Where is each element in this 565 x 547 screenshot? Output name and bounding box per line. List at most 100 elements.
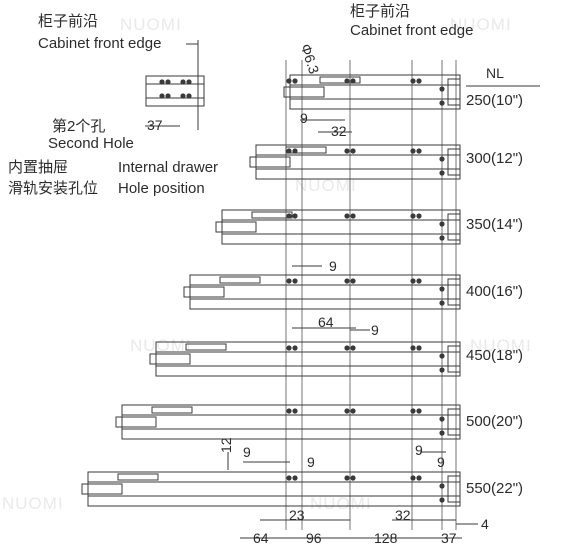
mounting-hole	[410, 408, 416, 414]
hole-position-cn: 滑轨安装孔位	[8, 180, 99, 197]
mounting-hole	[292, 78, 298, 84]
dim-9-c: 9	[415, 442, 423, 458]
size-label: 350(14")	[466, 216, 524, 233]
dim-96: 96	[306, 530, 322, 546]
dim-9-top: 9	[300, 110, 308, 126]
internal-drawer-en: Internal drawer	[118, 159, 219, 176]
mounting-hole	[286, 475, 292, 481]
front-bracket	[151, 406, 193, 414]
second-hole-en: Second Hole	[48, 135, 134, 152]
front-bracket	[319, 76, 361, 84]
mounting-hole	[439, 416, 445, 422]
second-hole-cn: 第2个孔	[52, 118, 106, 135]
mounting-hole	[350, 278, 356, 284]
dim-32-bottom: 32	[395, 507, 411, 523]
size-label: 250(10")	[466, 92, 524, 109]
mounting-hole	[186, 93, 192, 99]
mounting-hole	[416, 475, 422, 481]
mounting-hole	[180, 93, 186, 99]
mounting-hole	[292, 345, 298, 351]
slide-body	[289, 74, 461, 110]
mounting-hole	[439, 286, 445, 292]
rear-end-cap	[447, 475, 461, 503]
mounting-hole	[410, 345, 416, 351]
front-edge-left-cn: 柜子前沿	[38, 13, 99, 30]
dim-4: 4	[481, 516, 489, 532]
mounting-hole	[416, 213, 422, 219]
dim-32-top: 32	[331, 123, 347, 139]
mounting-hole	[165, 93, 171, 99]
mounting-hole	[159, 93, 165, 99]
mounting-hole	[439, 235, 445, 241]
mounting-hole	[344, 78, 350, 84]
front-edge-left-en: Cabinet front edge	[38, 35, 162, 52]
mounting-hole	[286, 345, 292, 351]
mounting-hole	[344, 408, 350, 414]
mounting-hole	[292, 213, 298, 219]
dim-23: 23	[289, 507, 305, 523]
mounting-hole	[416, 345, 422, 351]
mounting-hole	[344, 345, 350, 351]
mounting-hole	[410, 475, 416, 481]
watermark: NUOMI	[120, 15, 182, 34]
mounting-hole	[439, 497, 445, 503]
mounting-hole	[439, 300, 445, 306]
mounting-hole	[410, 278, 416, 284]
size-label: 550(22")	[466, 480, 524, 497]
dim-12: 12	[218, 437, 234, 453]
rear-end-cap	[447, 278, 461, 306]
front-bracket	[219, 276, 261, 284]
front-bracket	[117, 473, 159, 481]
mounting-hole	[410, 78, 416, 84]
mounting-hole	[439, 483, 445, 489]
mounting-hole	[439, 156, 445, 162]
front-bracket	[285, 146, 327, 154]
front-bracket	[185, 343, 227, 351]
dim-9-400: 9	[329, 258, 337, 274]
mounting-hole	[186, 79, 192, 85]
mounting-hole	[292, 148, 298, 154]
mounting-hole	[350, 345, 356, 351]
slide-body-small	[145, 75, 205, 107]
mounting-hole	[350, 408, 356, 414]
slide-body	[221, 209, 461, 245]
mounting-hole	[286, 78, 292, 84]
dim-9-d: 9	[437, 454, 445, 470]
mounting-hole	[286, 213, 292, 219]
size-label: 450(18")	[466, 347, 524, 364]
mounting-hole	[439, 430, 445, 436]
mounting-hole	[350, 475, 356, 481]
mounting-hole	[292, 475, 298, 481]
slide-body	[87, 471, 461, 507]
inner-rail	[115, 416, 157, 428]
inner-rail	[283, 86, 325, 98]
rear-end-cap	[447, 213, 461, 241]
mounting-hole	[180, 79, 186, 85]
mounting-hole	[159, 79, 165, 85]
dim-64-bottom: 64	[253, 530, 269, 546]
dim-9-a: 9	[243, 444, 251, 460]
front-edge-right-cn: 柜子前沿	[350, 3, 411, 20]
mounting-hole	[286, 148, 292, 154]
rear-end-cap	[447, 345, 461, 373]
inner-rail	[249, 156, 291, 168]
watermark: NUOMI	[130, 336, 192, 355]
mounting-hole	[286, 408, 292, 414]
mounting-hole	[410, 213, 416, 219]
mounting-hole	[439, 170, 445, 176]
dim-64-mid: 64	[318, 314, 334, 330]
watermark: NUOMI	[2, 494, 64, 513]
internal-drawer-cn: 内置抽屉	[8, 159, 69, 176]
watermark: NUOMI	[310, 494, 372, 513]
mounting-hole	[350, 213, 356, 219]
dim-9-b: 9	[307, 454, 315, 470]
inner-rail	[81, 483, 123, 495]
mounting-hole	[350, 148, 356, 154]
rear-end-cap	[447, 78, 461, 106]
mounting-hole	[344, 278, 350, 284]
mounting-hole	[439, 100, 445, 106]
watermark: NUOMI	[470, 336, 532, 355]
mounting-hole	[410, 148, 416, 154]
inner-rail	[215, 221, 257, 233]
